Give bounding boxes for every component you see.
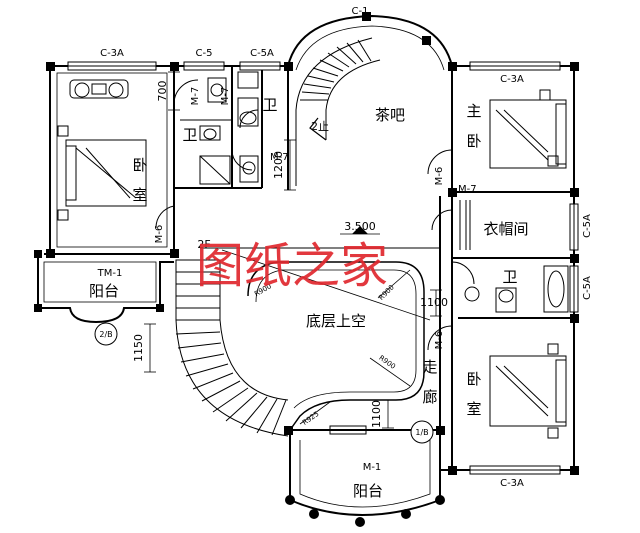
window-c5a-top-label: C-5A	[250, 48, 274, 59]
stair-up-right-label: 2止	[311, 120, 329, 133]
room-cloakroom: 衣帽间	[483, 220, 528, 238]
dimension-lines	[144, 71, 442, 429]
bathroom-fixtures	[199, 71, 569, 313]
room-master-1: 主	[466, 102, 481, 120]
dim-1100-a: 1100	[420, 296, 448, 309]
stair-lower	[175, 259, 289, 437]
void-outline	[200, 247, 440, 431]
window-c3a-bottom-right-label: C-3A	[500, 478, 524, 489]
room-bath-c: 卫	[502, 268, 517, 286]
room-bedroom-left-1: 卧	[132, 156, 147, 174]
door-m6-right-upper-label: M-6	[434, 167, 445, 186]
windows	[67, 61, 579, 475]
sofa-left	[69, 79, 129, 99]
stair-upper	[295, 37, 381, 186]
window-c3a-top-right-label: C-3A	[500, 74, 524, 85]
room-corridor-2: 廊	[422, 388, 437, 406]
columns	[34, 12, 579, 527]
bed-master	[489, 89, 567, 169]
room-corridor-1: 走	[422, 358, 437, 376]
cloakroom-rails	[465, 200, 471, 250]
axis-markers	[94, 322, 434, 444]
room-balcony-bottom: 阳台	[353, 482, 383, 500]
elevation-label: 3.500	[344, 220, 376, 233]
dim-1100-b: 1100	[370, 400, 383, 428]
window-c3a-top-left-label: C-3A	[100, 48, 124, 59]
doors	[155, 79, 475, 435]
door-m7-a-label: M-7	[190, 87, 201, 106]
door-m7-d-label: M-7	[458, 184, 477, 195]
room-bedroom-right-2: 室	[466, 400, 481, 418]
watermark: 图纸之家	[196, 238, 388, 294]
dim-1200: 1200	[272, 151, 285, 179]
room-bath-b: 卫	[182, 126, 197, 144]
bed-left	[57, 125, 147, 221]
window-c5-label: C-5	[196, 48, 213, 59]
dim-700: 700	[156, 81, 169, 102]
window-c5a-right-lower-label: C-5A	[582, 276, 593, 300]
window-c5a-right-upper-label: C-5A	[582, 214, 593, 238]
room-balcony-left: 阳台	[89, 282, 119, 300]
axis-marker-bottom: 1/B	[415, 428, 428, 437]
door-m1-label: M-1	[363, 462, 382, 473]
room-bedroom-right-1: 卧	[466, 370, 481, 388]
stair-up-left-label: 2F	[197, 238, 210, 251]
room-bedroom-left-2: 室	[132, 186, 147, 204]
window-c1-label: C-1	[352, 6, 369, 17]
room-master-2: 卧	[466, 132, 481, 150]
bed-right	[489, 343, 567, 439]
door-m7-c-label: M-7	[270, 152, 289, 163]
door-m6-left-label: M-6	[154, 225, 165, 244]
room-bath-a: 卫	[262, 96, 277, 114]
room-tea-bar: 茶吧	[375, 106, 405, 124]
door-m7-b-label: M-7	[220, 87, 231, 106]
axis-marker-left: 2/B	[99, 330, 112, 339]
room-void: 底层上空	[306, 312, 366, 330]
dim-1150: 1150	[132, 334, 145, 362]
door-tm1-label: TM-1	[97, 268, 123, 279]
labels: C-1 C-3A C-5 C-5A C-3A C-5A C-5A C-3A M-…	[89, 6, 593, 500]
door-m6-right-lower-label: M-6	[434, 331, 445, 350]
